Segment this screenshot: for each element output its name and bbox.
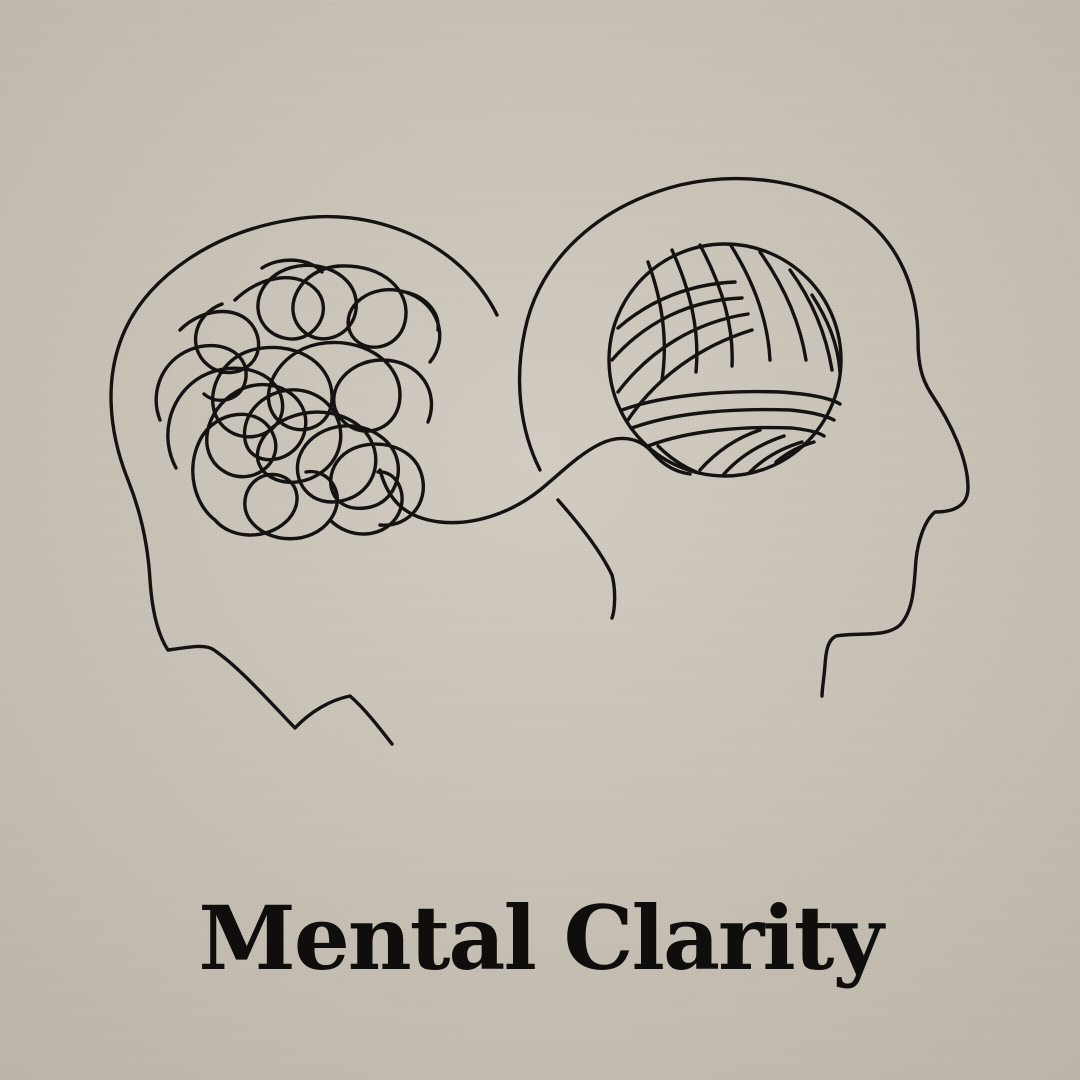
two-heads-illustration xyxy=(109,176,970,746)
right-head-outline xyxy=(517,176,970,698)
right-head-neck xyxy=(556,498,617,620)
tangled-scribble xyxy=(154,258,442,541)
connecting-thread xyxy=(378,436,692,525)
left-head-outline xyxy=(109,214,499,746)
yarn-ball-icon xyxy=(607,242,843,478)
poster-title: Mental Clarity xyxy=(198,886,883,990)
